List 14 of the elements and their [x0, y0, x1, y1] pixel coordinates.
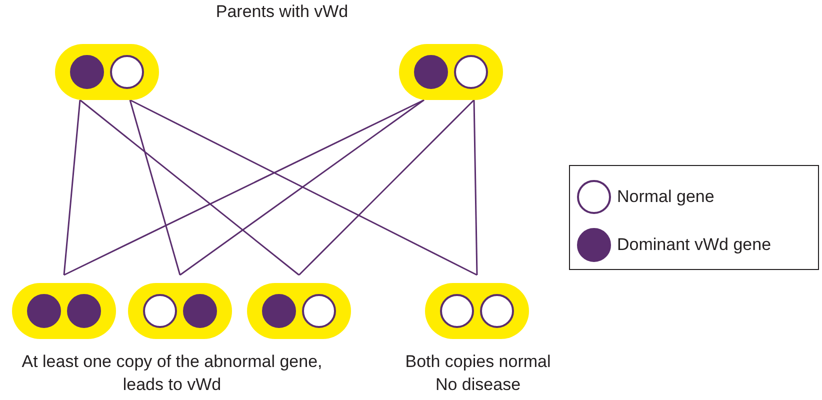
connector-line [130, 99, 478, 276]
connector-line [180, 99, 424, 276]
legend-text: Dominant vWd gene [617, 235, 772, 255]
connector-line [298, 99, 475, 276]
diagram-title: Parents with vWd [214, 2, 350, 22]
caption-text: At least one copy of the abnormal gene, leads to vWd [20, 351, 324, 396]
connector-line [473, 100, 478, 276]
connector-line [63, 100, 81, 276]
legend-text: Normal gene [617, 187, 714, 207]
connector-line [80, 99, 300, 276]
connector-line [64, 99, 424, 276]
caption-text: No disease [434, 374, 522, 396]
connector-line [129, 100, 181, 276]
caption-text: Both copies normal [404, 351, 552, 373]
